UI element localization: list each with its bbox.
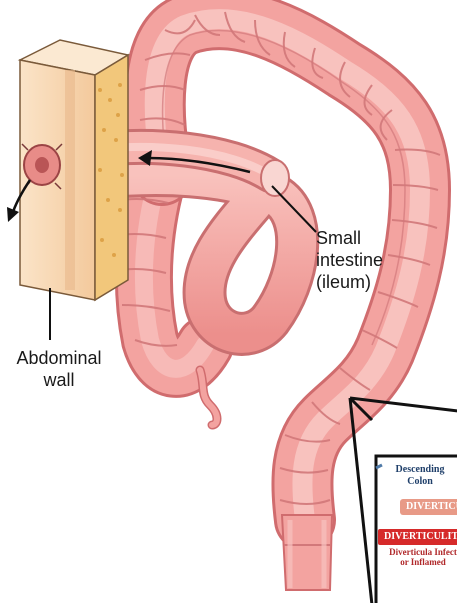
diverticulosis-tag: DIVERTICU (400, 499, 457, 515)
label-line: Abdominal (14, 347, 104, 369)
label-line: wall (14, 369, 104, 391)
inset-description: Diverticula Infect or Inflamed (380, 547, 457, 567)
label-line: (ileum) (316, 271, 436, 293)
inset-region-line: Descending (380, 464, 457, 476)
abdominal-wall-label: Abdominal wall (14, 347, 104, 391)
label-line: Small (316, 227, 436, 249)
inset-description-line: Diverticula Infect (380, 547, 457, 557)
small-intestine-label: Small intestine (ileum) (316, 227, 436, 293)
inset-region-label: Descending Colon (380, 464, 457, 488)
inset-region-line: Colon (380, 476, 457, 488)
diverticulitis-tag: DIVERTICULIT (378, 529, 457, 545)
inset-panel: Descending Colon DIVERTICU DIVERTICULIT … (376, 456, 457, 616)
inset-description-line: or Inflamed (380, 557, 457, 567)
abdominal-wall (20, 40, 128, 300)
label-line: intestine (316, 249, 436, 271)
